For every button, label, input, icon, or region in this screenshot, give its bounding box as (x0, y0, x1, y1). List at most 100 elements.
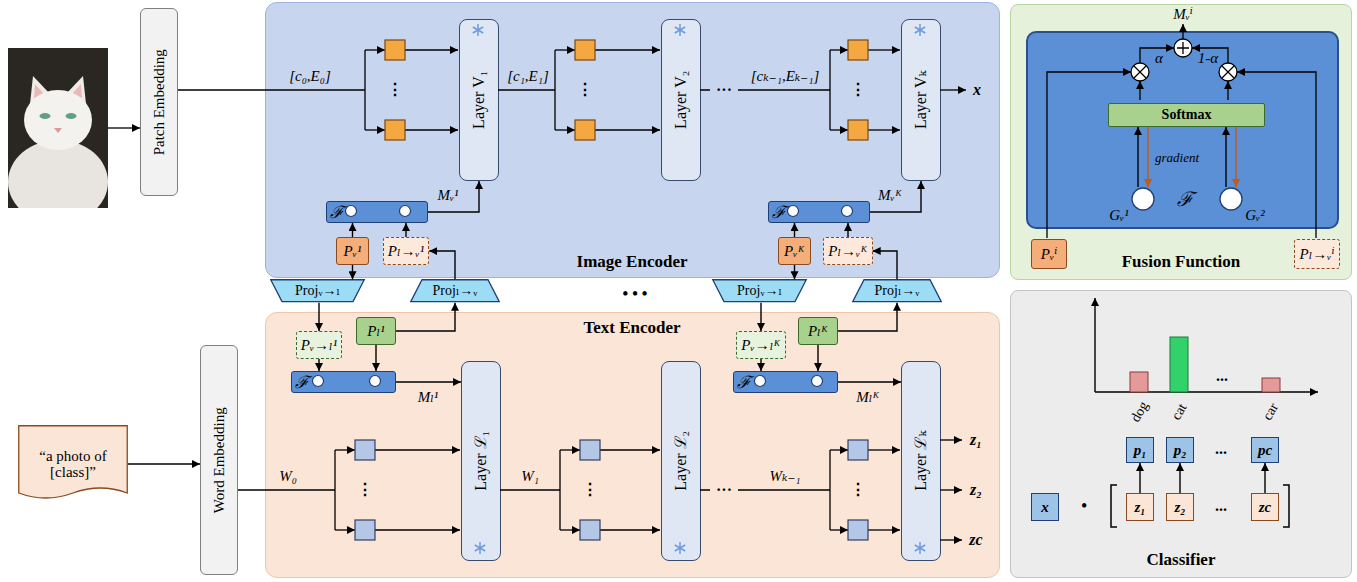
connector-arrow (352, 265, 353, 279)
flow-arrow (405, 129, 458, 130)
class-label: dog (1127, 399, 1151, 425)
flow-line (178, 50, 365, 130)
connector-arrow (1225, 127, 1226, 187)
chart-bar (1170, 337, 1188, 392)
sum-symbol (1174, 39, 1192, 57)
connector-arrow (870, 181, 921, 212)
connector-arrow (1264, 463, 1265, 493)
frozen-icons (473, 24, 925, 554)
output-label: z₁ (970, 431, 982, 449)
node-text: ℱ (737, 374, 751, 391)
chart-bar (1262, 378, 1280, 392)
prompt-box: Pₗ→ᵥ¹ (383, 237, 430, 265)
node-text: z₂ (1174, 499, 1185, 516)
connector-group (128, 127, 1265, 493)
cat-nose (54, 128, 62, 133)
node-text: Word Embedding (211, 407, 228, 513)
node-text: Pₗ→ᵥ¹ (388, 243, 425, 260)
layer-box: Layer V₂ (661, 19, 701, 181)
matrix-bracket (1111, 485, 1289, 527)
ellipsis: • • • (623, 285, 648, 303)
visual-token (848, 40, 868, 60)
feature-box: x (1031, 493, 1059, 521)
flow-arrow (375, 449, 460, 450)
node-text: Softmax (1162, 107, 1212, 122)
node-text: Layer ℒ₂ (672, 431, 690, 491)
ellipsis: ⋮ (850, 81, 866, 99)
flow-line (238, 450, 335, 530)
flow-arrow (595, 49, 660, 50)
ellipsis: ⋮ (582, 481, 598, 499)
flow-arrow (555, 49, 575, 50)
ellipsis: ··· (716, 81, 732, 99)
output-label: Mᵥⁱ (1173, 6, 1193, 23)
flow-arrow (600, 529, 660, 530)
cat-head (24, 90, 92, 150)
product-symbol (1134, 66, 1146, 78)
snowflake-icon (675, 542, 685, 554)
edge-label: Mₗ¹ (418, 389, 439, 406)
trapezoid-outline (853, 280, 942, 302)
node-text: Layer ℒ₁ (472, 431, 490, 491)
circle-outline (1220, 188, 1242, 210)
node-text: Gᵥ² (1245, 207, 1265, 224)
node-text: Pₗ¹ (367, 323, 384, 340)
snowflake-icon (473, 24, 483, 36)
chart-axis (1094, 298, 1095, 392)
connector-arrow (838, 303, 897, 331)
connector-arrow (873, 251, 897, 279)
node-text: Projₗ→ᵥ (875, 283, 920, 298)
flow-line (700, 50, 830, 130)
projection-trapezoid: Projᵥ→ₗ (270, 279, 365, 302)
shape-outline (1219, 187, 1243, 211)
weight-label: α (1155, 50, 1163, 67)
node-text: Text Encoder (583, 319, 680, 338)
port-circle (313, 376, 324, 387)
text-token (848, 440, 868, 460)
flow-arrow (405, 49, 458, 50)
node-text: Layer ℒₖ (912, 431, 930, 491)
node-text: Pᵥⁱ (1041, 246, 1057, 263)
chart-bar (1130, 372, 1148, 392)
flow-arrow (555, 129, 575, 130)
node-text: p₁ (1134, 442, 1147, 459)
product-symbol (1222, 66, 1234, 78)
flow-arrow (595, 129, 660, 130)
cat-body (8, 140, 108, 208)
flow-arrow (868, 49, 900, 50)
gate-circle: Gᵥ¹ (1131, 187, 1155, 211)
flow-arrow (365, 49, 385, 50)
connector-arrow (1139, 463, 1140, 493)
node-text: Fusion Function (1122, 253, 1241, 272)
cat-eye (40, 113, 51, 119)
ellipsis: ... (1215, 440, 1227, 458)
node-text: Classifier (1147, 551, 1216, 570)
text-token-squares (355, 440, 868, 540)
port-circle (346, 206, 357, 217)
token-label: W₀ (279, 468, 297, 485)
node-text: Pₗ→ᵥⁱ (1299, 246, 1334, 263)
flow-arrow (560, 529, 580, 530)
layer-box: Layer ℒₖ (901, 361, 941, 561)
token-label: [cₖ₋₁,Eₖ₋₁] (751, 68, 819, 85)
ellipsis: ⋮ (387, 81, 403, 99)
flow-arrow (830, 129, 848, 130)
trapezoid-outline (411, 280, 500, 302)
encoder-panel: Layer V₁Layer V₂Layer VₖℱPᵥ¹Pₗ→ᵥ¹ℱPᵥᴷPₗ→… (265, 2, 1000, 278)
port-circle (755, 376, 766, 387)
port-circle (788, 206, 799, 217)
product-symbol (1131, 63, 1149, 81)
operator-symbols (1131, 39, 1237, 81)
port-circle (812, 376, 823, 387)
classifier-panel: xz₁z₂zcp₁p₂pcClassifier (1010, 290, 1352, 578)
circle-outline (1132, 188, 1154, 210)
prompt-box: Pᵥᴷ (778, 237, 811, 265)
ellipsis: ⋮ (577, 81, 593, 99)
prompt-box: Pₗ→ᵥᴷ (823, 237, 872, 265)
flow-line (500, 450, 560, 530)
shape-outline (1131, 187, 1155, 211)
node-text: ℱ (772, 204, 786, 221)
node-text: ℱ (330, 204, 344, 221)
flow-arrow (1227, 81, 1228, 100)
edge-label: Mᵥ¹ (437, 187, 458, 204)
